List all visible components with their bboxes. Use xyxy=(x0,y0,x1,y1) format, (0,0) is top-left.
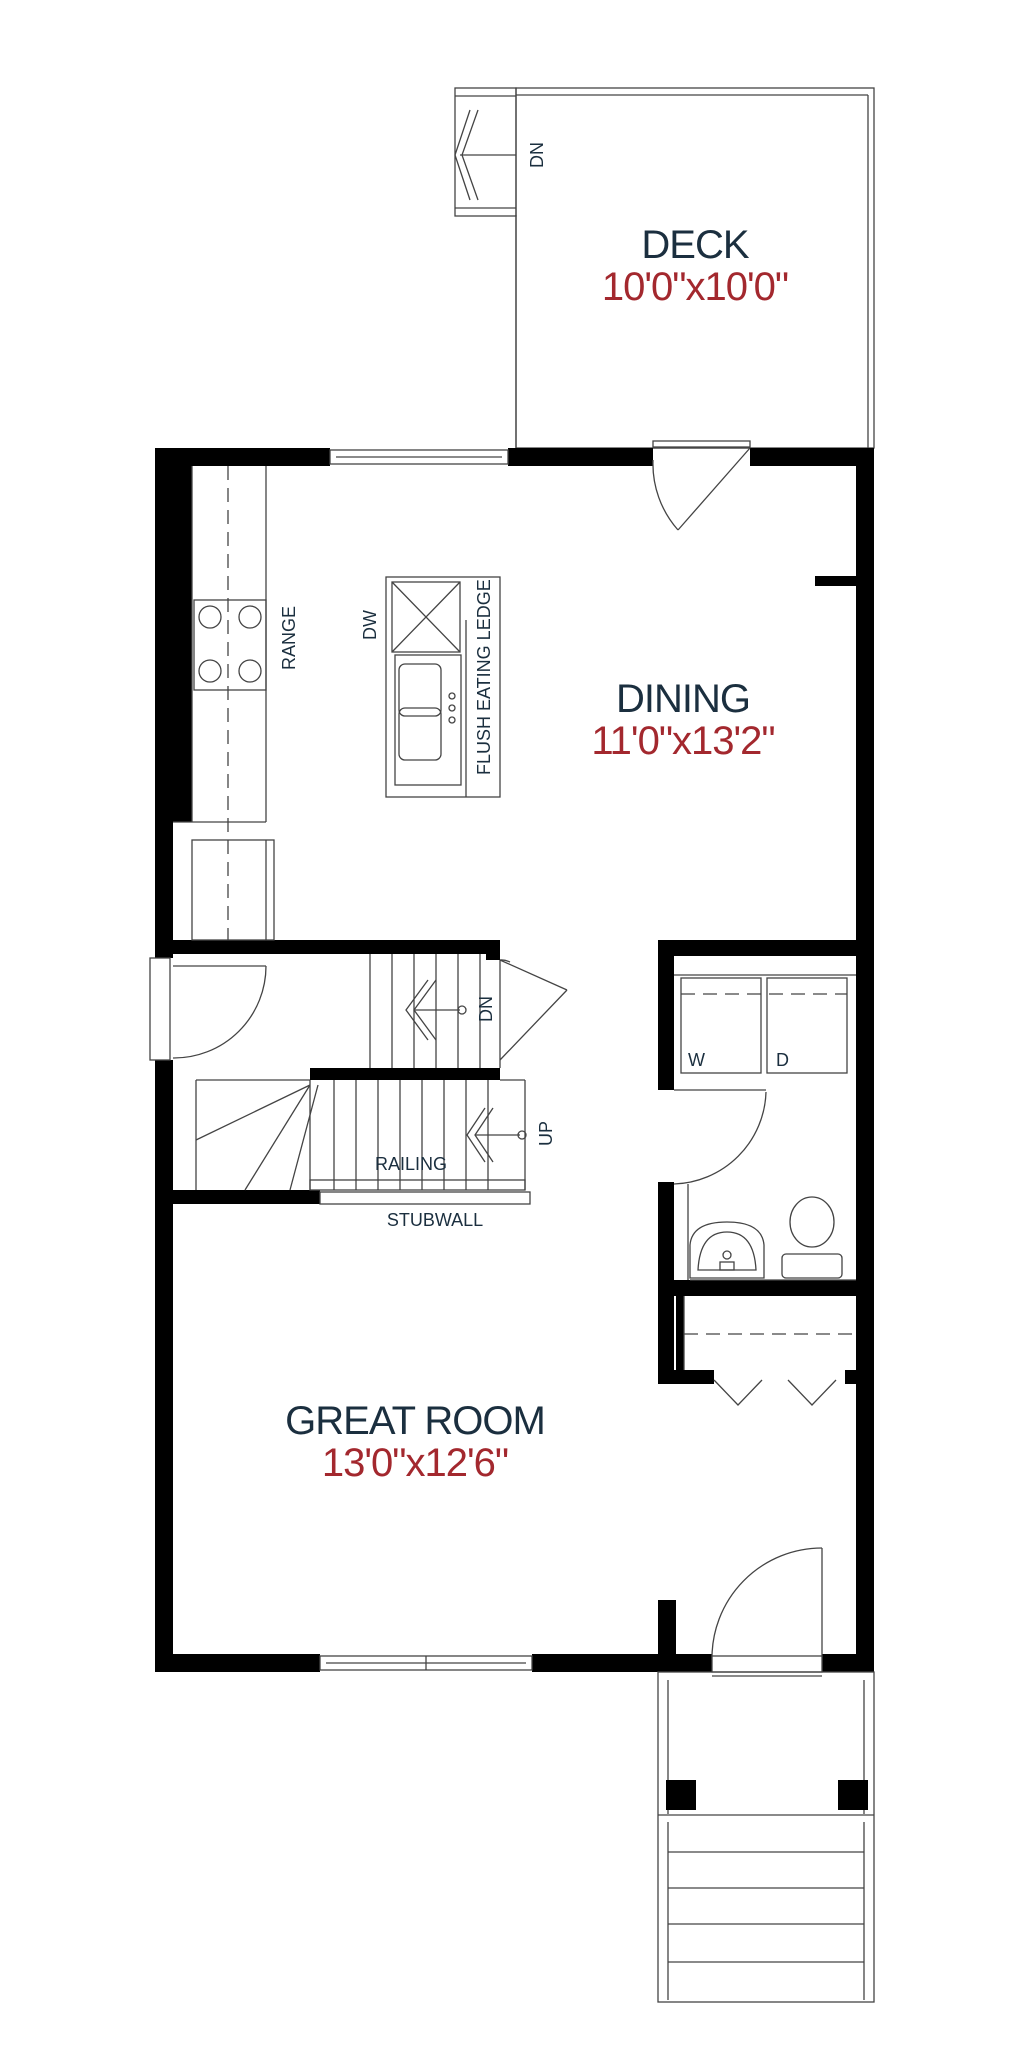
dishwasher-label: DW xyxy=(360,610,380,640)
toilet-icon xyxy=(781,1196,843,1279)
washer-label: W xyxy=(688,1050,705,1070)
front-porch xyxy=(657,1671,875,2003)
sink-icon xyxy=(398,663,456,761)
deck-stair-dn-label: DN xyxy=(527,142,547,168)
deck-dims: 10'0"x10'0" xyxy=(602,265,788,309)
great-room-name: GREAT ROOM xyxy=(285,1399,545,1443)
laundry xyxy=(673,974,856,1185)
railing-label: RAILING xyxy=(375,1154,447,1174)
bathroom-sink-icon xyxy=(689,1221,765,1279)
deck-door xyxy=(652,440,751,531)
kitchen-island xyxy=(385,576,501,798)
front-closet xyxy=(683,1296,856,1406)
stairs xyxy=(195,954,531,1205)
stair-dn-label: DN xyxy=(476,996,496,1022)
dining-name: DINING xyxy=(616,677,750,721)
deck-name: DECK xyxy=(641,223,749,267)
window-dining xyxy=(329,449,509,465)
dining-dims: 11'0"x13'2" xyxy=(591,719,774,763)
window-great-room xyxy=(319,1655,533,1671)
great-room-dims: 13'0"x12'6" xyxy=(322,1441,508,1485)
dryer-label: D xyxy=(776,1050,789,1070)
powder-room xyxy=(687,1184,856,1281)
range-icon xyxy=(193,599,267,691)
range-label: RANGE xyxy=(279,606,299,670)
flush-eating-ledge-label: FLUSH EATING LEDGE xyxy=(474,579,494,775)
front-door xyxy=(711,1547,823,1677)
stair-up-label: UP xyxy=(536,1121,556,1146)
walls xyxy=(155,448,874,1672)
stubwall-label: STUBWALL xyxy=(387,1210,483,1230)
side-door xyxy=(149,957,267,1061)
stair-closet-door xyxy=(499,959,568,1068)
